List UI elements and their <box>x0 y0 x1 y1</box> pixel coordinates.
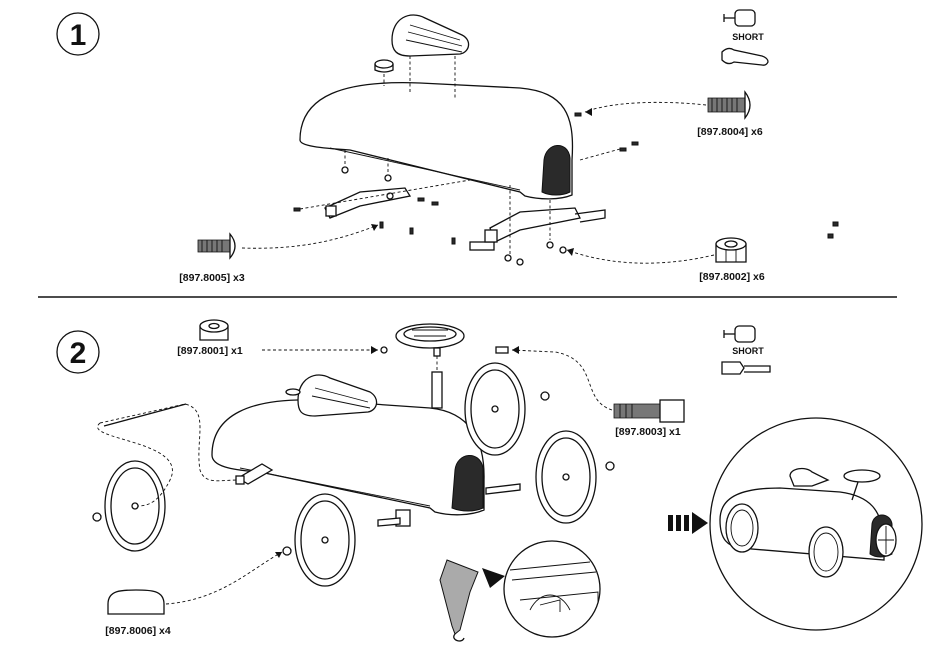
step-1-badge: 1 <box>57 13 99 55</box>
part-label-8001: [897.8001] x1 <box>177 345 243 357</box>
assembled-car-view <box>710 418 922 630</box>
car-body-shell <box>212 400 484 515</box>
screwdriver-icon <box>724 326 755 342</box>
lock-nut-icon-8002 <box>716 238 746 262</box>
part-label-8003: [897.8003] x1 <box>615 426 681 438</box>
lock-nut-icon-8001 <box>200 320 228 340</box>
front-axle-bracket <box>325 188 410 218</box>
part-label-8005: [897.8005] x3 <box>179 272 245 284</box>
seat <box>298 375 377 416</box>
step-2-badge: 2 <box>57 331 99 373</box>
wheel-rear-right <box>536 431 596 523</box>
grille <box>452 455 483 511</box>
wrench-icon <box>722 48 768 65</box>
step-1-number: 1 <box>70 19 87 52</box>
axle-bolt-icon-8003 <box>614 400 684 422</box>
car-body-shell <box>300 83 572 199</box>
rear-axle-bracket <box>470 208 605 250</box>
step-2-number: 2 <box>70 337 87 370</box>
steering-column <box>432 372 442 408</box>
detail-zoom-circle <box>504 541 600 637</box>
hammer-icon <box>722 362 770 374</box>
part-label-8002: [897.8002] x6 <box>699 271 765 283</box>
screwdriver-icon <box>724 10 755 26</box>
tool-length-label: SHORT <box>732 346 764 356</box>
part-label-8004: [897.8004] x6 <box>697 126 763 138</box>
cap-nut <box>375 60 393 72</box>
grille <box>542 145 570 195</box>
bolt-icon-8005 <box>198 234 235 258</box>
cap-nut <box>286 389 300 395</box>
hub-tool <box>440 560 478 641</box>
tool-length-label: SHORT <box>732 32 764 42</box>
arrow-icon <box>482 568 505 588</box>
wheel-front-left <box>105 461 165 551</box>
steering-wheel <box>396 324 464 356</box>
bolt-icon-8004 <box>708 92 750 118</box>
part-label-8006: [897.8006] x4 <box>105 625 171 637</box>
result-arrow-icon <box>668 512 708 534</box>
seat <box>392 15 469 56</box>
wheel-rear-left <box>295 494 355 586</box>
hub-cap-icon-8006 <box>108 590 164 614</box>
wheel-front-right <box>465 363 525 455</box>
